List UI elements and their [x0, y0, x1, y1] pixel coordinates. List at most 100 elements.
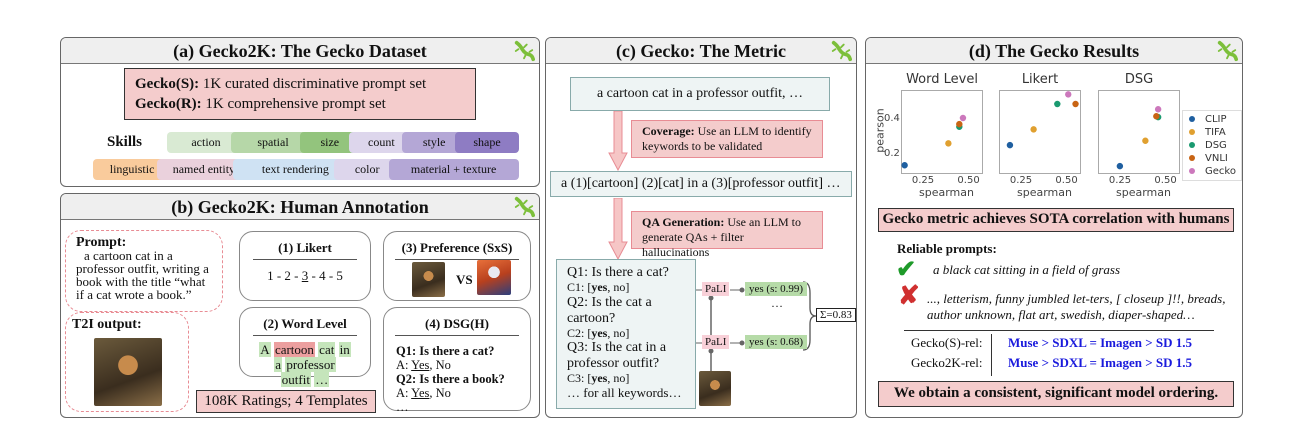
t2i-output-label: T2I output:: [72, 317, 142, 332]
qa-list: Q1: Is there a cat?C1: [yes, no]Q2: Is t…: [556, 259, 696, 409]
ordering-row: Gecko(S)-rel:: [911, 335, 983, 350]
answer-ellipsis: …: [771, 296, 783, 310]
point-gecko: [1154, 106, 1162, 113]
gecko-s-set: Gecko(S): 1K curated discriminative prom…: [135, 76, 427, 92]
panel-metric-title: (c) Gecko: The Metric: [546, 38, 856, 64]
legend-marker: [1189, 168, 1195, 174]
likert-template: (1) Likert 1 - 2 - 3 - 4 - 5: [239, 231, 371, 301]
skill-tag: text rendering: [233, 159, 358, 180]
annotated-word: outfit: [280, 372, 311, 387]
subplot: [999, 90, 1081, 174]
subplot: [901, 90, 983, 174]
pali-model-1: PaLI: [702, 282, 730, 296]
prompt-sets-box: Gecko(S): 1K curated discriminative prom…: [124, 68, 476, 120]
ordering-value: Muse > SDXL = Imagen > SD 1.5: [1008, 335, 1193, 350]
reliable-prompts-label: Reliable prompts:: [897, 241, 997, 256]
prompt-box: Prompt: a cartoon cat in a professor out…: [65, 230, 223, 312]
sota-headline: Gecko metric achieves SOTA correlation w…: [878, 208, 1234, 232]
preference-title: (3) Preference (SxS): [394, 240, 520, 260]
x-tick-label: 0.25: [1009, 175, 1033, 186]
skill-tag: style: [402, 132, 467, 153]
y-tick-label: 0.2: [884, 147, 900, 159]
coverage-step: Coverage: Use an LLM to identify keyword…: [631, 120, 823, 158]
check-icon: ✔: [896, 257, 917, 283]
y-tick-label: 0.4: [884, 112, 900, 124]
panel-dataset: (a) Gecko2K: The Gecko Dataset Gecko(S):…: [60, 37, 540, 187]
input-prompt-box: a cartoon cat in a professor outfit, …: [570, 77, 830, 111]
panel-dataset-title: (a) Gecko2K: The Gecko Dataset: [61, 38, 539, 64]
skills-label: Skills: [107, 134, 143, 150]
point-clip: [901, 162, 908, 169]
legend-marker: [1189, 155, 1195, 161]
skill-tag: linguistic: [92, 159, 172, 180]
legend-item: CLIP: [1189, 113, 1241, 126]
dsg-questions: Q1: Is there a cat? A: Yes, No Q2: Is th…: [396, 344, 505, 414]
x-axis-label: spearman: [1017, 186, 1072, 199]
skill-tag: size: [299, 132, 360, 153]
question: Q1: Is there a cat?: [567, 265, 669, 280]
skill-tag: action: [167, 132, 245, 153]
skill-tag: shape: [455, 132, 519, 153]
preference-image-b: [477, 260, 511, 295]
dsg-title: (4) DSG(H): [394, 316, 520, 336]
qa-more: … for all keywords…: [567, 384, 682, 400]
subplot: [1098, 90, 1180, 174]
score-sum: Σ=0.83: [816, 308, 856, 322]
dsg-template: (4) DSG(H) Q1: Is there a cat? A: Yes, N…: [383, 307, 531, 414]
point-clip: [1006, 141, 1014, 149]
pali-model-2: PaLI: [702, 335, 730, 349]
x-tick-label: 0.50: [1055, 175, 1078, 186]
ordering-divider: [991, 334, 992, 376]
point-vnli: [1072, 100, 1079, 108]
generated-cat-image: [94, 338, 162, 406]
point-tifa: [1142, 137, 1149, 144]
word-level-words: A cartoon cat in a professor outfit …: [240, 336, 370, 387]
vs-label: VS: [456, 272, 473, 287]
subplot-title: Word Level: [906, 72, 978, 87]
qa-item: Q1: Is there a cat?C1: [yes, no]: [567, 265, 685, 295]
legend-item: DSG: [1189, 139, 1241, 152]
question: Q3: Is the cat in a professor outfit?: [567, 340, 667, 371]
annotated-word: …: [314, 372, 330, 387]
x-tick-label: 0.50: [1154, 175, 1177, 186]
keywords-box: a (1)[cartoon] (2)[cat] in a (3)[profess…: [550, 171, 852, 197]
gecko-icon: [513, 196, 535, 218]
choices: C2: [yes, no]: [567, 325, 630, 340]
subplot-title: Likert: [1021, 72, 1059, 87]
cross-icon: ✘: [898, 281, 920, 310]
down-arrow-icon: [608, 198, 628, 260]
preference-template: (3) Preference (SxS) VS: [383, 231, 531, 301]
legend-item: Gecko: [1189, 165, 1241, 178]
divider: [904, 330, 1214, 331]
x-axis-label: spearman: [1116, 186, 1171, 199]
point-dsg: [1054, 100, 1061, 108]
legend-item: TIFA: [1189, 126, 1241, 139]
ordering-value: Muse > SDXL = Imagen > SD 1.5: [1008, 355, 1193, 370]
skill-tag: spatial: [231, 132, 315, 153]
bad-prompt: ..., letterism, funny jumbled let-ters, …: [927, 291, 1226, 322]
point-gecko: [959, 114, 967, 122]
point-tifa: [1030, 126, 1037, 133]
annotated-word: professor: [285, 357, 336, 372]
annotated-word: in: [338, 342, 351, 357]
prompt-text: a cartoon cat in a professor outfit, wri…: [76, 248, 209, 302]
gecko-icon: [513, 40, 535, 62]
likert-title: (1) Likert: [253, 240, 357, 260]
point-gecko: [1065, 91, 1072, 98]
down-arrow-icon: [608, 111, 628, 171]
answer-score-1: yes (s: 0.99): [745, 282, 808, 296]
ratings-summary: 108K Ratings; 4 Templates: [196, 390, 376, 413]
gecko-r-set: Gecko(R): 1K comprehensive prompt set: [135, 96, 386, 112]
point-vnli: [956, 120, 963, 128]
word-level-template: (2) Word Level A cartoon cat in a profes…: [239, 307, 371, 387]
annotated-word: A: [259, 342, 271, 357]
subplot-title: DSG: [1124, 72, 1154, 87]
choices: C1: [yes, no]: [567, 280, 630, 294]
x-axis-label: spearman: [919, 186, 974, 199]
x-tick-label: 0.50: [957, 175, 980, 186]
word-level-title: (2) Word Level: [253, 316, 357, 336]
skill-tag: named entity: [157, 159, 251, 180]
question: Q2: Is the cat a cartoon?: [567, 294, 652, 326]
answer-score-2: yes (s: 0.68): [745, 335, 808, 349]
skill-tag: color: [334, 159, 401, 180]
